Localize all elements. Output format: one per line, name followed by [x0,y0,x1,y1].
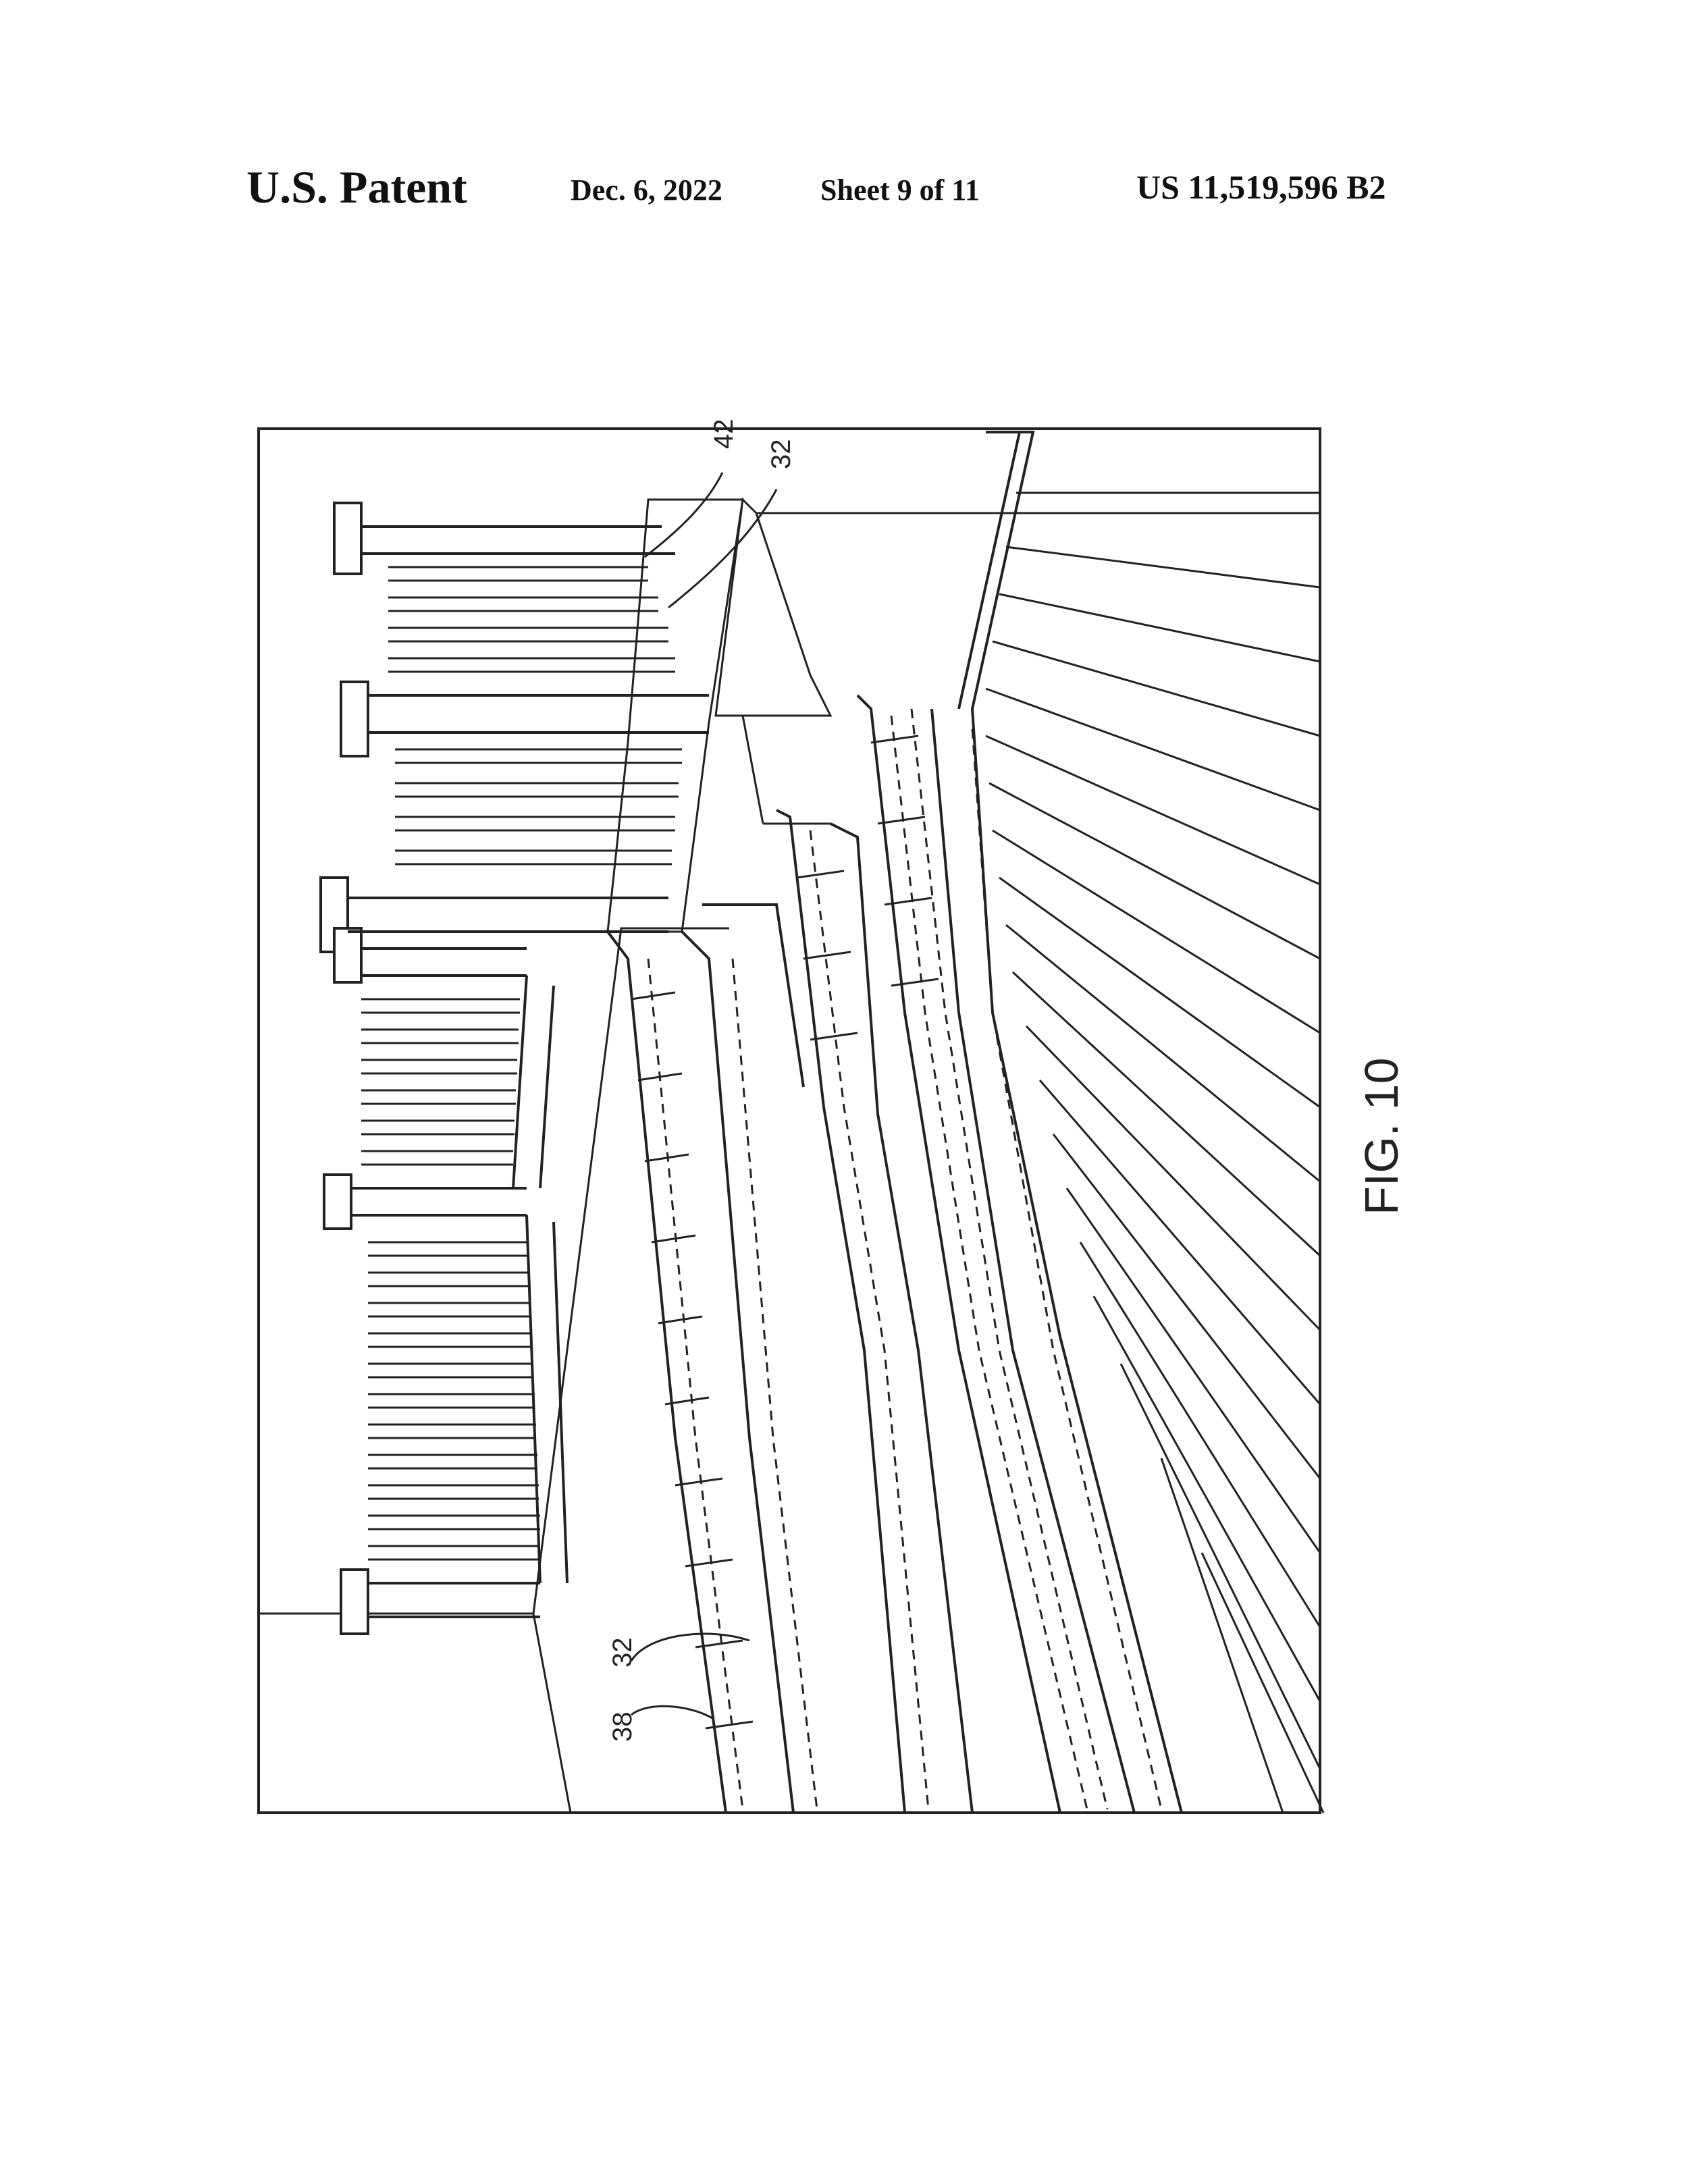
stair-balusters-upper [361,998,520,1166]
deck-balusters [388,566,682,865]
drawing-frame [257,427,1321,1814]
ground-boards [985,491,1325,1813]
patent-date: Dec. 6, 2022 [571,174,722,207]
sheet-number: Sheet 9 of 11 [820,174,980,207]
figure-caption: FIG. 10 [1355,1058,1408,1215]
ref-numeral-32-top: 32 [766,440,796,470]
ref-numeral-38: 38 [608,1712,637,1742]
leader-32-top [668,489,778,609]
patent-header: U.S. Patent Dec. 6, 2022 Sheet 9 of 11 U… [0,161,1688,221]
railing-rails [348,525,709,1618]
ref-numeral-32-bottom: 32 [608,1638,637,1668]
tread-fastener-lines [647,708,1163,1810]
stair-treads [606,431,1183,1813]
leader-42 [644,472,724,558]
patent-title: U.S. Patent [246,161,467,213]
leader-38 [631,1705,713,1720]
stair-balusters-lower [368,1241,540,1561]
patent-number: US 11,519,596 B2 [1136,168,1386,206]
ref-numeral-42: 42 [709,419,739,450]
railing-posts [319,502,369,1635]
leader-lines [630,472,778,1720]
leader-32-bottom [630,1632,750,1661]
tread-hatches [631,735,939,1730]
